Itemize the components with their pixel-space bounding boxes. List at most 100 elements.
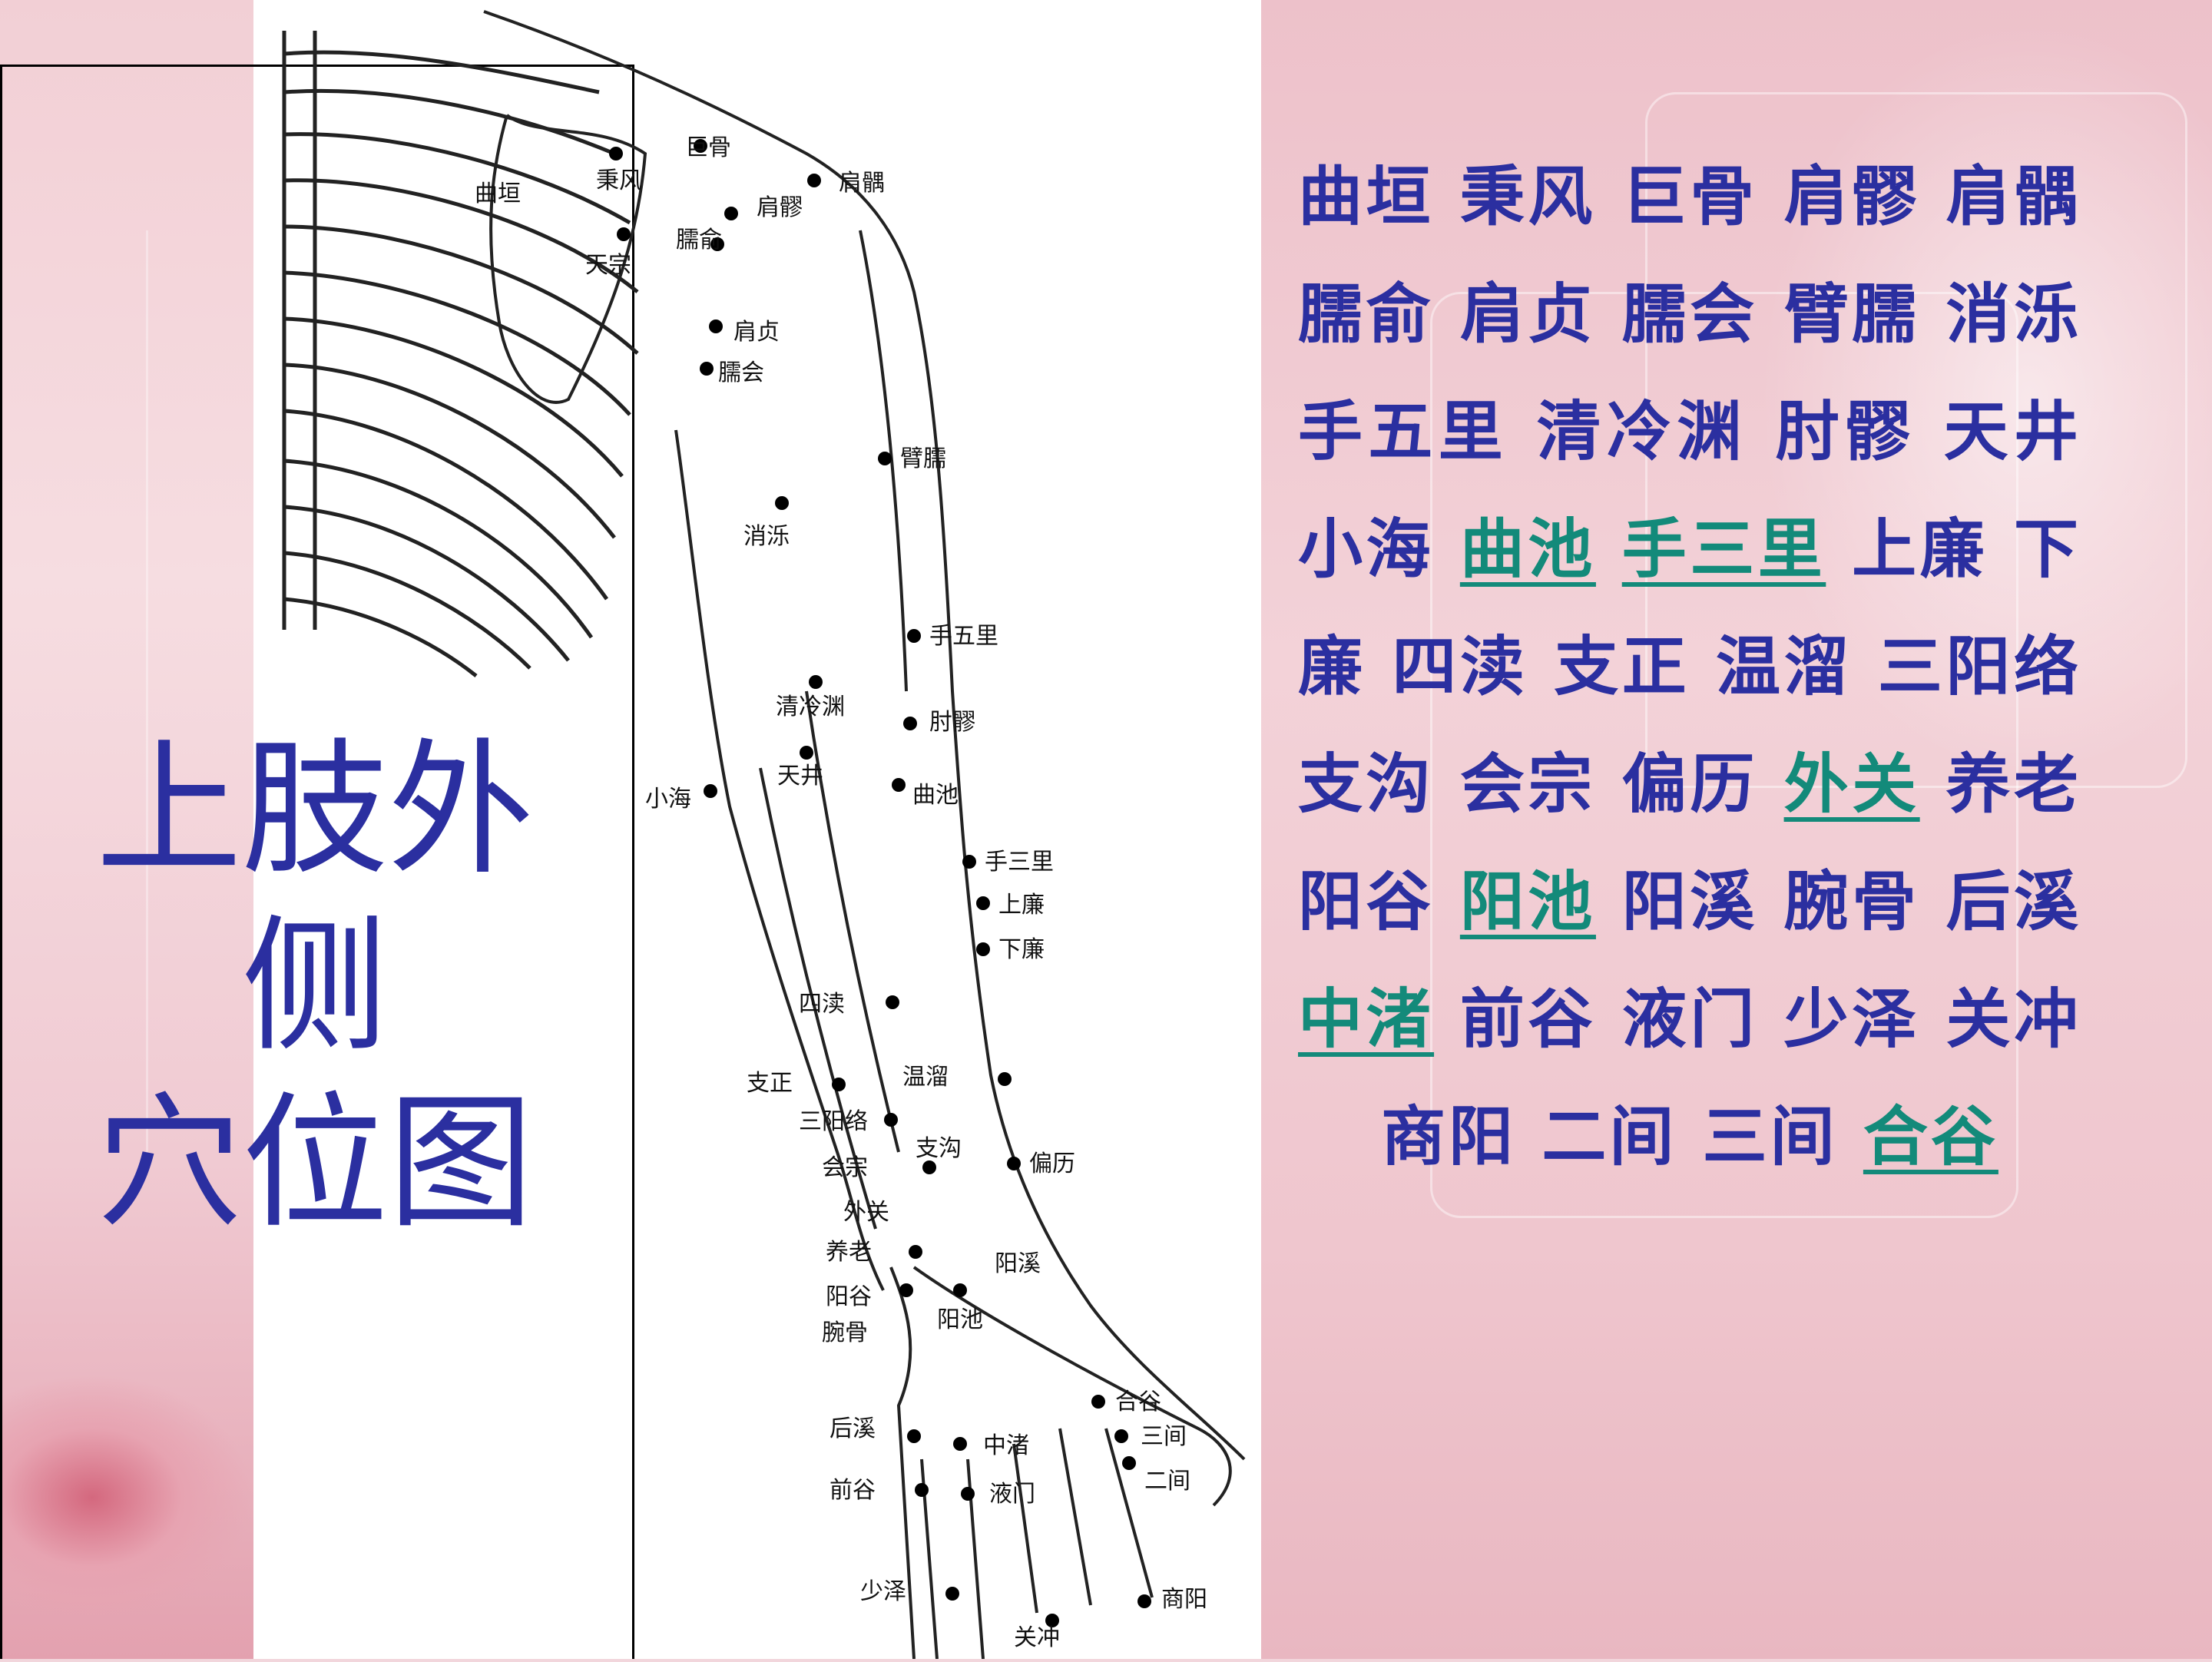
label-quyuan: 曲垣 xyxy=(475,180,521,207)
acupoint-name: 阳谷 xyxy=(1298,864,1435,939)
label-yangchi: 阳池 xyxy=(937,1306,983,1333)
acupoint-name: 臂臑 xyxy=(1783,276,1920,352)
acupoint-name: 支正 xyxy=(1554,629,1690,704)
diagram-panel xyxy=(253,0,1261,1659)
title-line-2: 穴位图 xyxy=(95,1078,534,1248)
arm-drawing: 巨骨 秉风 曲垣 肩髃 肩髎 臑俞 天宗 肩贞 臑会 臂臑 消泺 手五里 清冷渊… xyxy=(282,10,1246,1660)
acupoint-name: 肩髃 xyxy=(1945,159,2081,234)
acupoint-name: 阳溪 xyxy=(1621,864,1758,939)
acupoint-name: 手五里 xyxy=(1298,394,1509,469)
acupoint-name: 上廉 xyxy=(1852,512,1988,587)
label-qiangu: 前谷 xyxy=(830,1477,876,1504)
acupoint-name: 关冲 xyxy=(1945,982,2081,1057)
label-tianzong: 天宗 xyxy=(585,252,631,279)
acupoint-name: 支沟 xyxy=(1298,747,1435,822)
label-binao: 臂臑 xyxy=(900,445,946,472)
label-yemen: 液门 xyxy=(989,1481,1035,1508)
label-sidu: 四渎 xyxy=(799,991,845,1018)
label-jianzhen: 肩贞 xyxy=(733,319,780,346)
acupoint-name: 后溪 xyxy=(1945,864,2081,939)
highlighted-acupoint-name[interactable]: 中渚 xyxy=(1298,982,1435,1057)
label-sanyangluo: 三阳络 xyxy=(799,1108,868,1135)
background-frame xyxy=(1645,92,2187,788)
label-shousanli: 手三里 xyxy=(985,849,1054,876)
label-yangxi: 阳溪 xyxy=(995,1250,1041,1277)
acupoint-name: 曲垣 xyxy=(1298,159,1435,234)
acupoint-name: 二间 xyxy=(1541,1099,1677,1174)
acupoint-name: 商阳 xyxy=(1381,1099,1517,1174)
page-title: 上肢外侧 穴位图 xyxy=(31,722,599,1252)
right-background xyxy=(1261,0,2212,1659)
highlighted-acupoint-name[interactable]: 手三里 xyxy=(1621,512,1826,587)
label-yanggu: 阳谷 xyxy=(826,1283,872,1310)
label-shaoze: 少泽 xyxy=(860,1578,906,1605)
label-jianyu: 肩髃 xyxy=(839,170,885,197)
acupoint-labels: 巨骨 秉风 曲垣 肩髃 肩髎 臑俞 天宗 肩贞 臑会 臂臑 消泺 手五里 清冷渊… xyxy=(475,134,1207,1651)
label-hegu: 合谷 xyxy=(1115,1389,1161,1415)
anatomy-outline xyxy=(483,10,1246,1660)
left-gradient-background xyxy=(0,0,304,1659)
label-zhigou: 支沟 xyxy=(916,1135,962,1162)
title-line-1: 上肢外侧 xyxy=(95,725,534,1071)
label-zhizheng: 支正 xyxy=(747,1070,793,1097)
label-pianli: 偏历 xyxy=(1029,1150,1075,1177)
acupoint-name: 三阳络 xyxy=(1877,629,2081,704)
spine-and-ribs xyxy=(282,31,639,677)
label-xialian: 下廉 xyxy=(998,936,1045,963)
highlighted-acupoint-name[interactable]: 外关 xyxy=(1783,747,1920,822)
label-jianliao: 肩髎 xyxy=(757,194,803,221)
acupoint-name: 腕骨 xyxy=(1783,864,1920,939)
label-naoshu: 臑俞 xyxy=(676,227,722,253)
acupoint-name: 下廉 xyxy=(1298,512,2081,704)
label-jugu: 巨骨 xyxy=(685,134,731,161)
label-shouwuli: 手五里 xyxy=(929,623,998,650)
acupoint-name: 臑会 xyxy=(1621,276,1758,352)
arm-acupoint-diagram: 巨骨 秉风 曲垣 肩髃 肩髎 臑俞 天宗 肩贞 臑会 臂臑 消泺 手五里 清冷渊… xyxy=(253,0,1261,1660)
label-shanglian: 上廉 xyxy=(998,892,1045,919)
label-qinglengyuan: 清冷渊 xyxy=(776,694,845,720)
label-xiaohai: 小海 xyxy=(645,786,691,813)
acupoint-name: 四渎 xyxy=(1392,629,1528,704)
label-yanglao: 养老 xyxy=(826,1239,872,1266)
acupoint-name: 小海 xyxy=(1298,512,1435,587)
label-wenliu: 温溜 xyxy=(902,1064,949,1091)
acupoint-name: 肘髎 xyxy=(1775,394,1916,469)
highlighted-acupoint-name[interactable]: 合谷 xyxy=(1863,1099,1998,1174)
acupoint-name: 前谷 xyxy=(1459,982,1596,1057)
label-houxi: 后溪 xyxy=(830,1415,876,1442)
label-wangu: 腕骨 xyxy=(822,1319,868,1346)
highlighted-acupoint-name[interactable]: 曲池 xyxy=(1459,512,1596,587)
acupoint-name-list: 曲垣 秉风 巨骨 肩髎 肩髃 臑俞 肩贞 臑会 臂臑 消泺 手五里 清冷渊 肘髎… xyxy=(1298,138,2081,1196)
acupoint-name: 肩贞 xyxy=(1459,276,1596,352)
acupoint-name: 秉风 xyxy=(1459,159,1596,234)
acupoint-name: 会宗 xyxy=(1459,747,1596,822)
label-erjian: 二间 xyxy=(1144,1468,1190,1495)
acupoint-name: 肩髎 xyxy=(1783,159,1920,234)
acupoint-name: 温溜 xyxy=(1716,629,1853,704)
acupoint-name: 天井 xyxy=(1943,394,2081,469)
acupoint-name: 养老 xyxy=(1945,747,2081,822)
label-xiaoluo: 消泺 xyxy=(743,523,790,550)
label-quchi: 曲池 xyxy=(912,782,959,809)
label-sanjian: 三间 xyxy=(1141,1423,1187,1450)
acupoint-name: 少泽 xyxy=(1783,982,1920,1057)
label-guanchong: 关冲 xyxy=(1014,1624,1060,1651)
acupoint-name: 三间 xyxy=(1702,1099,1838,1174)
acupoint-name: 消泺 xyxy=(1945,276,2081,352)
acupoint-dots xyxy=(609,139,1151,1627)
label-shangyang: 商阳 xyxy=(1161,1586,1207,1613)
acupoint-name: 清冷渊 xyxy=(1536,394,1747,469)
label-tianjing: 天井 xyxy=(777,763,823,790)
label-zhouliao: 肘髎 xyxy=(929,709,975,736)
acupoint-name: 臑俞 xyxy=(1298,276,1435,352)
acupoint-name: 液门 xyxy=(1621,982,1758,1057)
label-bingfeng: 秉风 xyxy=(596,167,642,194)
label-waiguan: 外关 xyxy=(843,1199,889,1226)
highlighted-acupoint-name[interactable]: 阳池 xyxy=(1459,864,1596,939)
label-zhongzhu: 中渚 xyxy=(983,1432,1029,1459)
background-frame xyxy=(1430,292,2018,1218)
label-huizong: 会宗 xyxy=(822,1154,868,1181)
acupoint-name: 巨骨 xyxy=(1621,159,1758,234)
label-naohui: 臑会 xyxy=(718,359,764,386)
acupoint-name: 偏历 xyxy=(1621,747,1758,822)
